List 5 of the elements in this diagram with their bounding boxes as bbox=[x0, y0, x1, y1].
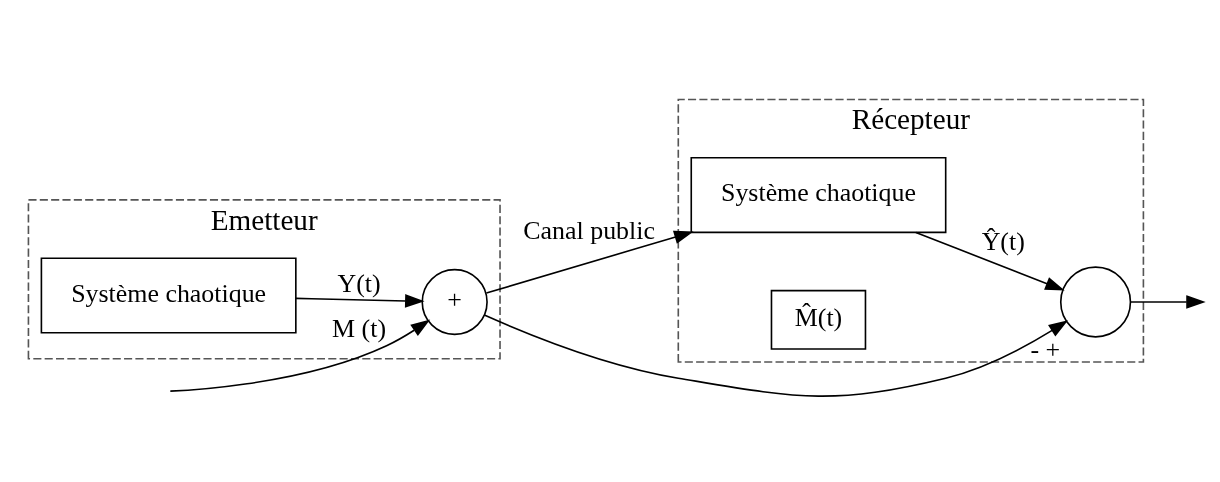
edge-label: Ŷ(t) bbox=[981, 226, 1025, 256]
edge-label: Canal public bbox=[523, 214, 655, 244]
edge-label: Y(t) bbox=[337, 268, 381, 298]
node-label: - + bbox=[1030, 334, 1061, 364]
edge-label: M (t) bbox=[332, 313, 387, 343]
